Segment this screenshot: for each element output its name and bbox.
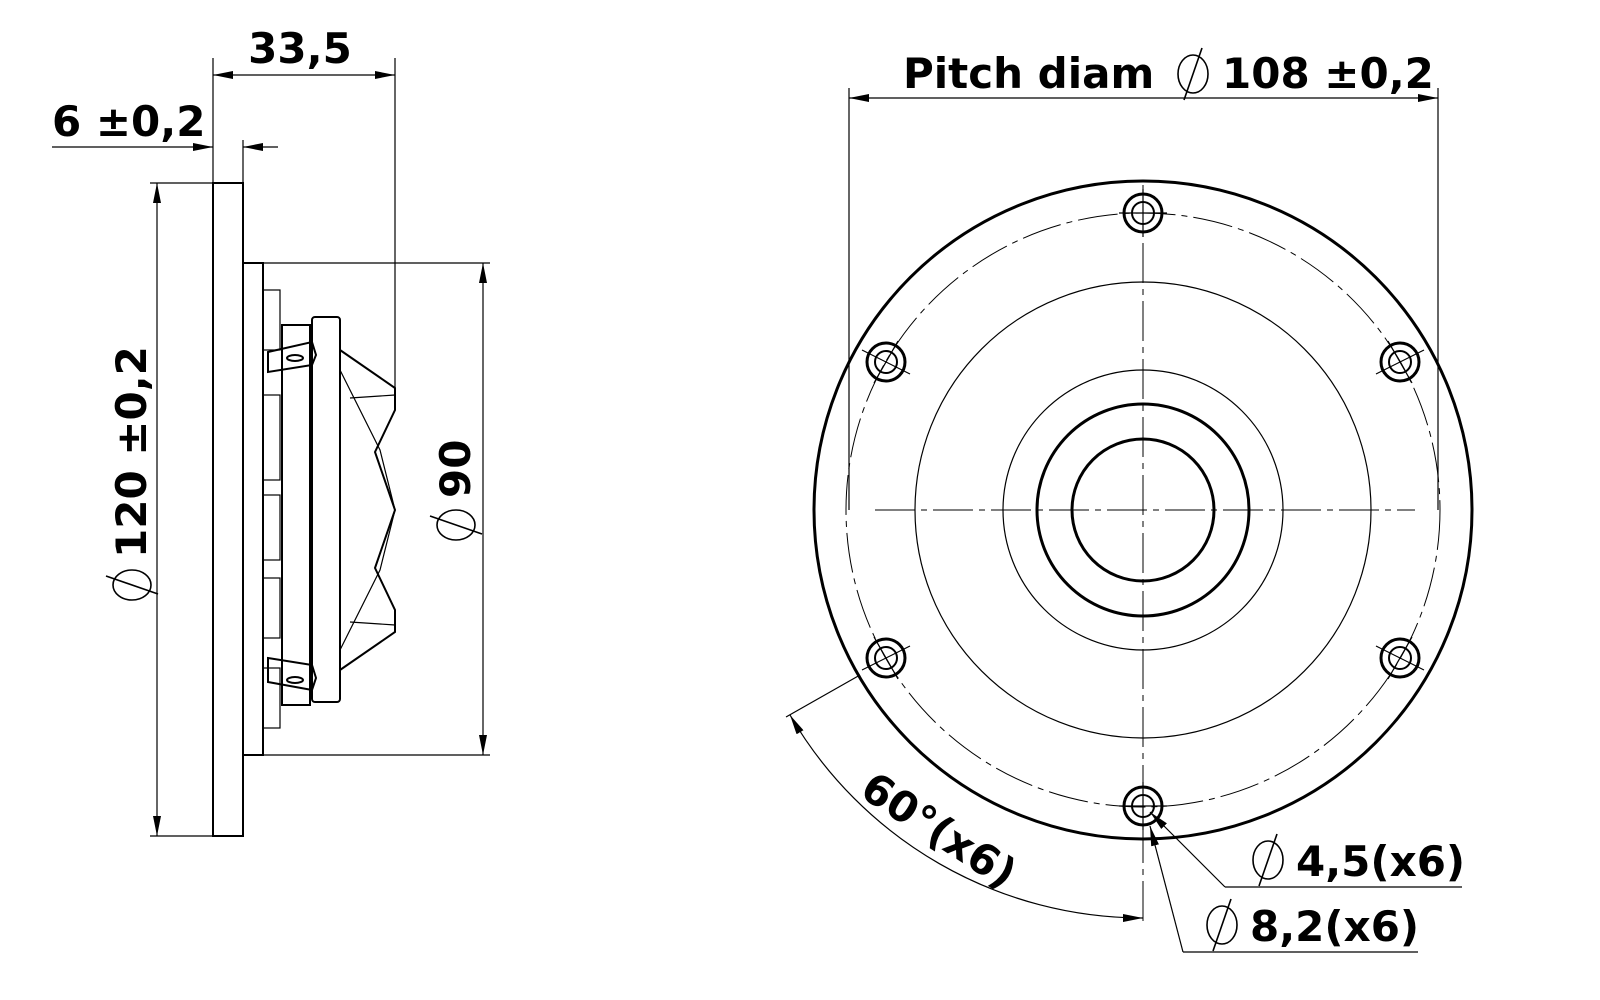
pitch-value: 108 ±0,2	[1222, 49, 1434, 98]
front-view: Pitch diam 108 ±0,2 60°(x6) 4,5(x6) 8,2(…	[785, 47, 1474, 953]
front-plate	[311, 316, 341, 703]
mounting-hole	[861, 636, 911, 680]
outer-diameter-label: 120 ±0,2	[107, 346, 156, 558]
mounting-holes	[861, 189, 1425, 830]
flange-thickness-dimension: 6 ±0,2	[52, 97, 278, 183]
depth-dim-label: 33,5	[248, 24, 352, 73]
hole-small-label: 4,5(x6)	[1296, 837, 1465, 886]
body-diameter-dimension: 90	[263, 262, 490, 756]
side-view: 33,5 6 ±0,2 120 ±0,2 90	[52, 24, 490, 837]
housing-ring	[281, 324, 311, 706]
outer-diameter-dimension: 120 ±0,2	[105, 182, 213, 837]
pitch-diameter-dimension: Pitch diam 108 ±0,2	[848, 47, 1439, 510]
waveguide-cone	[339, 349, 397, 671]
body-diameter-label: 90	[431, 440, 480, 498]
mounting-hole	[1119, 189, 1167, 237]
terminal-icon	[267, 340, 318, 692]
mounting-hole	[1375, 340, 1425, 384]
hole-large-label: 8,2(x6)	[1250, 902, 1419, 951]
flange	[212, 182, 244, 837]
angle-label: 60°(x6)	[853, 762, 1026, 898]
depth-dimension: 33,5	[212, 24, 396, 388]
magnet-segments	[262, 289, 281, 729]
hole-small-callout: 4,5(x6)	[1149, 811, 1465, 888]
back-plate	[242, 262, 264, 756]
angle-dimension: 60°(x6)	[785, 674, 1144, 923]
flange-thickness-label: 6 ±0,2	[52, 97, 205, 146]
pitch-label: Pitch diam	[903, 49, 1154, 98]
mounting-hole	[1375, 636, 1425, 680]
mounting-hole	[861, 340, 911, 384]
hole-large-callout: 8,2(x6)	[1149, 825, 1419, 953]
mounting-hole	[1119, 782, 1167, 830]
